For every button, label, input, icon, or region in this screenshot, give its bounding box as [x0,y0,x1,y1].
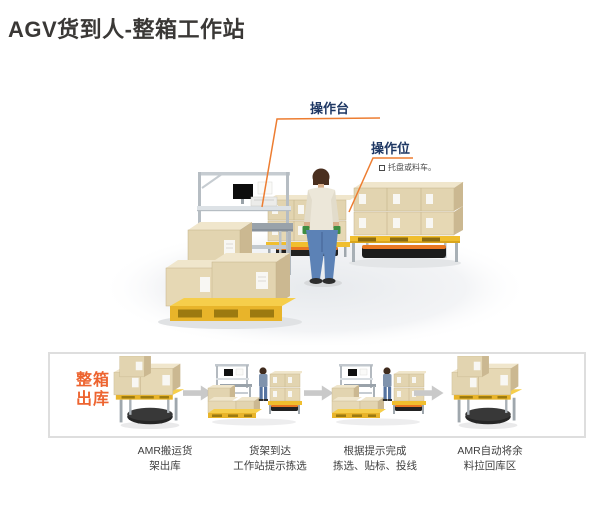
page-title: AGV货到人-整箱工作站 [8,17,246,42]
position-note: 托盘或料车。 [379,162,436,173]
position-callout-line [348,157,413,213]
square-bullet-icon [379,164,385,171]
bench-callout-line [261,117,381,208]
arrow-right-icon [414,385,444,401]
flow-step-1-caption: AMR搬运货 架出库 [137,445,193,472]
flow-step-2-illustration [206,360,302,426]
flow-step-1-illustration [110,356,190,430]
worker-person [302,168,342,287]
right-rack-on-amr [349,182,464,268]
bench-callout-label: 操作台 [310,101,350,116]
warehouse-scene-graphic [100,117,520,345]
callout-lines [261,117,413,213]
flow-step-4-caption: AMR自动将余 料拉回库区 [457,445,523,472]
flow-step-3-illustration [330,360,426,426]
flow-step-2-caption: 货架到达 工作站提示拣选 [233,445,307,472]
main-illustration: 操作台 操作位 托盘或料车。 [100,60,520,345]
position-note-text: 托盘或料车。 [388,163,436,172]
flow-step-4-illustration [448,356,528,430]
stage-label: 整箱 出库 [76,372,111,409]
flow-step-3-caption: 根据提示完成 拣选、贴标、投线 [333,445,417,472]
carton-stack-on-pallet [158,222,302,329]
position-callout-label: 操作位 [371,141,411,156]
